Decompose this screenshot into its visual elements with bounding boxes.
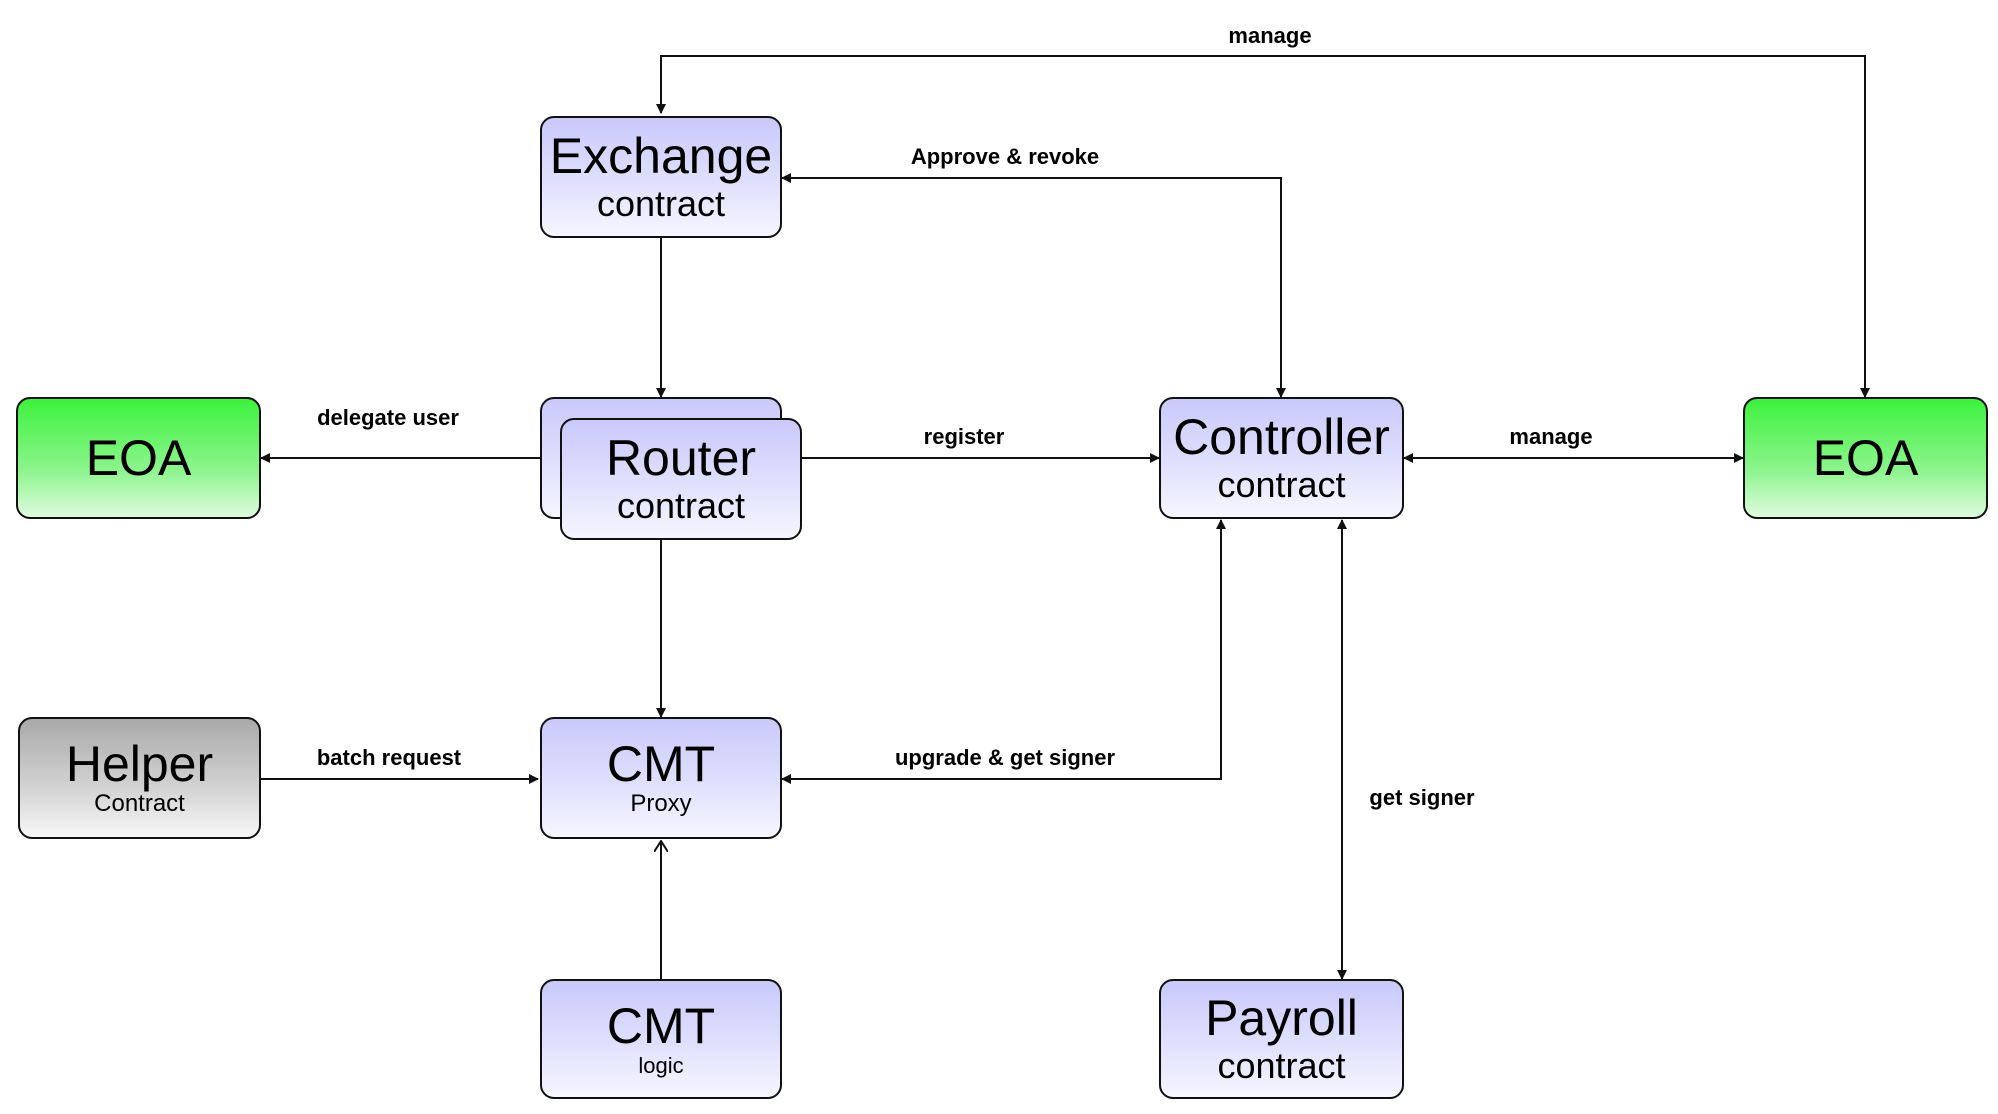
payroll-contract-node[interactable]: Payroll contract [1159,979,1404,1099]
cmt-proxy-title: CMT [606,735,716,792]
edge-label-batch-request: batch request [316,745,462,770]
edge-label-manage-top: manage [1228,23,1312,48]
cmt-logic-node[interactable]: CMT logic [540,979,782,1099]
eoa-left-title: EOA [85,429,192,486]
eoa-right-node[interactable]: EOA [1743,397,1988,519]
exchange-subtitle: contract [596,182,726,224]
controller-title: Controller [1173,409,1390,466]
edge-label-manage-right: manage [1509,424,1593,449]
edge-upgrade-get-signer [781,519,1226,784]
helper-subtitle: Contract [94,790,185,818]
eoa-right-title: EOA [1812,429,1919,486]
helper-contract-node[interactable]: Helper Contract [18,717,261,839]
cmt-proxy-subtitle: Proxy [630,790,692,818]
edge-label-upgrade-get-signer: upgrade & get signer [894,745,1116,770]
router-subtitle: contract [616,484,746,526]
router-contract-node[interactable]: Router contract [560,418,802,540]
payroll-title: Payroll [1205,990,1358,1047]
controller-contract-node[interactable]: Controller contract [1159,397,1404,519]
edge-label-get-signer: get signer [1369,785,1475,810]
helper-title: Helper [65,735,214,792]
edge-approve-revoke [781,173,1286,398]
edge-label-delegate-user: delegate user [317,405,459,430]
exchange-title: Exchange [549,128,773,185]
cmt-proxy-node[interactable]: CMT Proxy [540,717,782,839]
edge-manage-top [656,55,1870,398]
cmt-logic-title: CMT [606,998,716,1055]
router-title: Router [605,430,757,487]
exchange-contract-node[interactable]: Exchange contract [540,116,782,238]
edge-label-register: register [923,424,1005,449]
edge-label-approve-revoke: Approve & revoke [910,144,1100,169]
payroll-subtitle: contract [1217,1044,1346,1086]
cmt-logic-subtitle: logic [638,1052,684,1078]
eoa-left-node[interactable]: EOA [16,397,261,519]
controller-subtitle: contract [1217,463,1346,505]
